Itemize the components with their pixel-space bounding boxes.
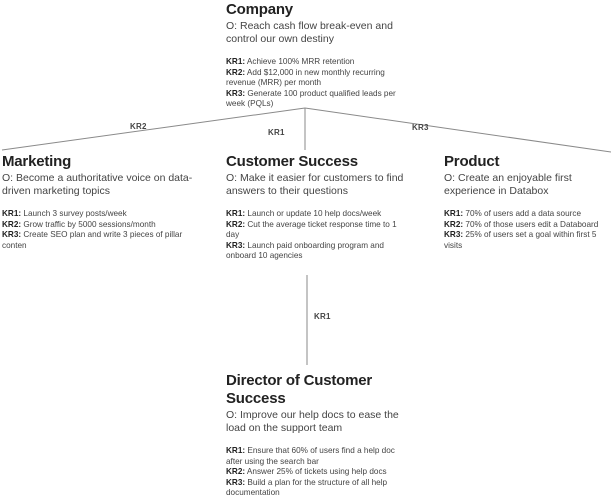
node-title: Company xyxy=(226,1,293,18)
node-title: Marketing xyxy=(2,153,72,170)
node-objective: O: Become a authoritative voice on data-… xyxy=(2,172,193,197)
kr-item: KR3: Build a plan for the structure of a… xyxy=(226,477,388,498)
connector-lines xyxy=(1,107,611,365)
node-title: Product xyxy=(444,153,500,170)
kr-item: KR3: 25% of users set a goal within firs… xyxy=(444,230,597,250)
node-objective: O: Create an enjoyable first experience … xyxy=(444,172,572,197)
node-objective: O: Improve our help docs to ease the loa… xyxy=(226,409,399,434)
kr-item: KR1: Ensure that 60% of users find a hel… xyxy=(226,446,395,466)
kr-item: KR3: Launch paid onboarding program and … xyxy=(226,240,384,261)
node-customer-success: Customer Success O: Make it easier for c… xyxy=(226,153,410,262)
kr-list: KR1: 70% of users add a data source KR2:… xyxy=(444,209,611,251)
kr-item: KR3: Generate 100 product qualified lead… xyxy=(226,88,396,109)
kr-item: KR1: Launch 3 survey posts/week xyxy=(2,209,127,218)
edge-label-director: KR1 xyxy=(314,312,331,321)
node-company: Company O: Reach cash flow break-even an… xyxy=(226,1,416,110)
node-product: Product O: Create an enjoyable first exp… xyxy=(444,153,611,251)
node-objective: O: Reach cash flow break-even and contro… xyxy=(226,20,393,45)
node-title: Director of Customer Success xyxy=(226,372,373,407)
kr-item: KR2: Grow traffic by 5000 sessions/month xyxy=(2,219,156,229)
kr-list: KR1: Launch or update 10 help docs/week … xyxy=(226,209,410,262)
kr-item: KR1: Achieve 100% MRR retention xyxy=(226,57,355,66)
kr-item: KR2: 70% of those users edit a Databoard xyxy=(444,219,599,229)
node-title: Customer Success xyxy=(226,153,358,170)
kr-item: KR3: Create SEO plan and write 3 pieces … xyxy=(2,230,183,250)
kr-item: KR2: Cut the average ticket response tim… xyxy=(226,219,397,240)
edge-label-customer-success: KR1 xyxy=(268,128,285,137)
kr-list: KR1: Ensure that 60% of users find a hel… xyxy=(226,446,408,499)
edge-label-product: KR3 xyxy=(412,123,429,132)
kr-item: KR2: Answer 25% of tickets using help do… xyxy=(226,467,387,477)
kr-item: KR2: Add $12,000 in new monthly recurrin… xyxy=(226,67,385,88)
node-marketing: Marketing O: Become a authoritative voic… xyxy=(2,153,197,251)
edge-company-product xyxy=(304,107,611,153)
edge-label-marketing: KR2 xyxy=(130,122,147,131)
kr-item: KR1: Launch or update 10 help docs/week xyxy=(226,209,382,218)
kr-list: KR1: Launch 3 survey posts/week KR2: Gro… xyxy=(2,209,197,251)
node-objective: O: Make it easier for customers to find … xyxy=(226,172,404,197)
edge-company-marketing xyxy=(1,107,306,151)
kr-item: KR1: 70% of users add a data source xyxy=(444,209,581,218)
kr-list: KR1: Achieve 100% MRR retention KR2: Add… xyxy=(226,57,416,110)
